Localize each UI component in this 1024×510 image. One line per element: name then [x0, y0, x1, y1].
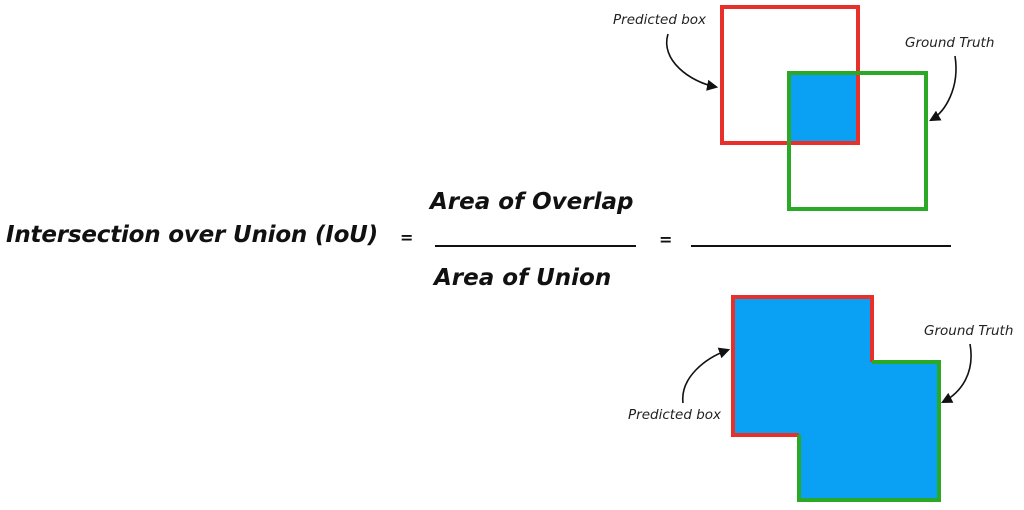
numerator-label: Area of Overlap: [430, 189, 634, 215]
ground-truth-box: [787, 71, 928, 211]
predicted-arrow: [665, 33, 719, 91]
ground-truth-arrow-2: [941, 343, 972, 404]
predicted-box-outline: [731, 295, 874, 437]
fraction-bar: [435, 245, 636, 247]
predicted-arrow-2: [682, 347, 731, 404]
predicted-box: [720, 5, 860, 145]
union-fill: [733, 297, 939, 500]
union-diagram: Predicted box Ground Truth: [628, 295, 1013, 502]
overlap-fill: [789, 73, 859, 143]
ground-truth-outline: [797, 360, 941, 502]
ground-truth-label: Ground Truth: [905, 35, 994, 51]
equals-sign: =: [400, 228, 414, 247]
ground-truth-label-2: Ground Truth: [924, 323, 1013, 339]
predicted-box-label: Predicted box: [613, 12, 707, 28]
fraction-bar-right: [691, 245, 951, 247]
ground-truth-arrow: [929, 55, 957, 122]
iou-label: Intersection over Union (IoU): [6, 222, 378, 248]
overlap-diagram: Predicted box Ground Truth: [613, 5, 994, 211]
predicted-box-label-2: Predicted box: [628, 407, 722, 423]
equals-sign-right: =: [659, 230, 673, 249]
denominator-label: Area of Union: [434, 265, 612, 291]
